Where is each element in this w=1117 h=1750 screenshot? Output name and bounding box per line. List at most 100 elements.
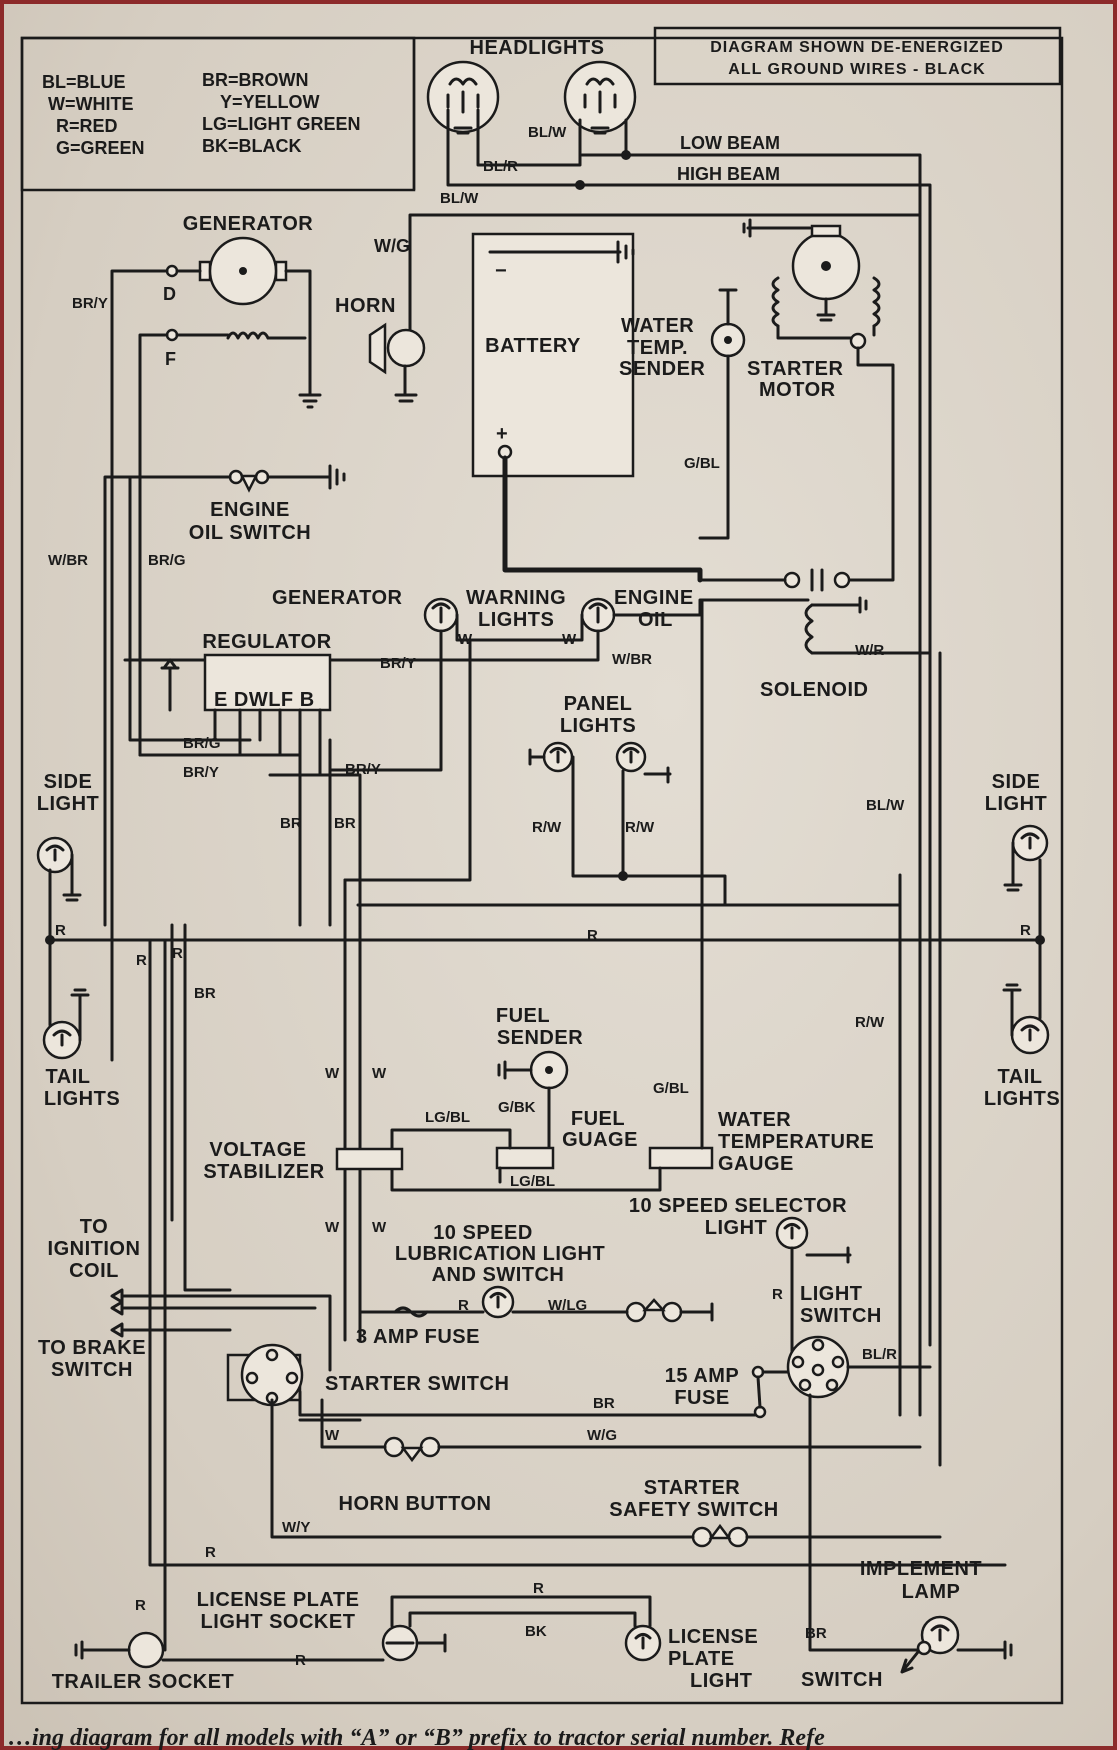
wire-label: W/G: [374, 236, 410, 256]
trailer-socket: [74, 1631, 385, 1669]
fuel-sender-label: FUEL: [496, 1005, 550, 1027]
wire-label: BL/W: [440, 190, 479, 207]
legend-item: LG=LIGHT GREEN: [202, 114, 361, 134]
brake-switch-label: SWITCH: [51, 1359, 133, 1381]
solenoid-label: SOLENOID: [760, 679, 868, 701]
note-box: [653, 26, 1062, 86]
warning-lights-label: WARNING: [466, 587, 566, 609]
lube-light-label: AND SWITCH: [432, 1264, 565, 1286]
wire-label: R: [1020, 922, 1031, 939]
horn: [368, 322, 426, 403]
starter-motor-label: MOTOR: [759, 379, 836, 401]
selector-light-label: 10 SPEED SELECTOR: [629, 1195, 847, 1217]
wire-label: W/G: [587, 1427, 617, 1444]
engine-oil-light-label: ENGINE: [614, 587, 694, 609]
wire-label: W/LG: [548, 1297, 587, 1314]
wire-w-br-oil: [123, 629, 600, 662]
footer-caption: …ing diagram for all models with “A” or …: [8, 1725, 825, 1750]
tail-lights-left-label: LIGHTS: [44, 1088, 120, 1110]
wire-gen-warn: [328, 629, 443, 772]
starter-motor: [742, 218, 881, 350]
wire-w-warn: [343, 638, 472, 882]
license-light-label: LICENSE: [668, 1626, 758, 1648]
wire-label: BL/W: [866, 797, 905, 814]
horn-button-label: HORN BUTTON: [339, 1493, 492, 1515]
fuel-sender-label: SENDER: [497, 1027, 583, 1049]
panel-lights-label: LIGHTS: [560, 715, 636, 737]
selector-light-label: LIGHT: [705, 1217, 768, 1239]
headlights-label: HEADLIGHTS: [470, 37, 605, 59]
wire-label: BR/Y: [72, 295, 108, 312]
side-light-left: [36, 836, 82, 902]
fuse-15a-label: FUSE: [674, 1387, 729, 1409]
generator-warning-light: [423, 597, 459, 633]
lube-light: [481, 1285, 515, 1319]
engine-oil-switch-label: ENGINE: [210, 499, 290, 521]
wire-label: BL/R: [862, 1346, 897, 1363]
starter-switch: [226, 1343, 304, 1407]
legend-item: R=RED: [56, 116, 118, 136]
note-line-1: DIAGRAM SHOWN DE-ENERGIZED: [710, 39, 1004, 56]
wire-label: W/Y: [282, 1519, 310, 1536]
starter-motor-label: STARTER: [747, 358, 844, 380]
high-beam-label: HIGH BEAM: [677, 164, 780, 184]
wire-label: BK: [525, 1623, 547, 1640]
wire-gen-ground: [175, 269, 322, 409]
brake-switch-label: TO BRAKE: [38, 1337, 146, 1359]
wire-label: BR: [194, 985, 216, 1002]
ignition-coil-label: IGNITION: [48, 1238, 141, 1260]
wire-starter-cable: [843, 346, 895, 582]
wire-gen-f: [138, 333, 169, 757]
wire-label: R: [135, 1597, 146, 1614]
fuel-sender: [497, 1050, 569, 1090]
wire-label: R: [172, 945, 183, 962]
battery-ground: [488, 240, 635, 264]
wire-label: R: [55, 922, 66, 939]
license-socket-label: LIGHT SOCKET: [201, 1611, 356, 1633]
license-plate-socket: [381, 1624, 447, 1662]
battery-pos: +: [496, 423, 508, 445]
wire-label: LG/BL: [425, 1109, 470, 1126]
engine-oil-switch: [228, 464, 346, 493]
horn-button: [383, 1436, 441, 1463]
water-temp-gauge: [648, 1146, 714, 1170]
side-light-left-label: LIGHT: [37, 793, 100, 815]
voltage-stabilizer: [335, 1147, 404, 1171]
battery: [471, 232, 635, 478]
engine-oil-light-label: OIL: [638, 609, 673, 631]
legend-item: G=GREEN: [56, 138, 145, 158]
horn-label: HORN: [335, 295, 396, 317]
fuel-gauge-label: FUEL: [571, 1108, 625, 1130]
generator-label: GENERATOR: [183, 213, 313, 235]
fuel-gauge-label: GUAGE: [562, 1129, 638, 1151]
lube-switch: [625, 1298, 714, 1323]
safety-switch-label: STARTER: [644, 1477, 741, 1499]
wire-bl-w: [446, 108, 932, 207]
wire-label: W: [325, 1427, 340, 1444]
wire-label: R: [533, 1580, 544, 1597]
generator: [165, 236, 288, 342]
selector-light: [775, 1216, 852, 1264]
panel-lights-label: PANEL: [564, 693, 633, 715]
water-temp-sender-label: WATER: [621, 315, 694, 337]
trailer-socket-label: TRAILER SOCKET: [52, 1671, 235, 1693]
implement-lamp-label: IMPLEMENT: [860, 1558, 982, 1580]
wire-label: R: [587, 927, 598, 944]
tail-light-right: [1002, 983, 1050, 1055]
side-light-right-label: LIGHT: [985, 793, 1048, 815]
wire-label: BR: [593, 1395, 615, 1412]
wire-label: W: [325, 1219, 340, 1236]
wire-label: BR/Y: [380, 655, 416, 672]
wire-label: W: [325, 1065, 340, 1082]
diagram-border: [20, 36, 1064, 1705]
regulator-label: REGULATOR: [202, 631, 331, 653]
wire-low-beam: [580, 153, 922, 1417]
ignition-coil-label: TO: [80, 1216, 108, 1238]
wire-bl-r: [476, 108, 582, 167]
regulator: [203, 653, 332, 712]
wire-label: R/W: [855, 1014, 885, 1031]
legend-item: BK=BLACK: [202, 136, 302, 156]
license-plate-light: [624, 1624, 662, 1662]
wire-label: W/BR: [48, 552, 88, 569]
regulator-leads: [213, 708, 322, 777]
